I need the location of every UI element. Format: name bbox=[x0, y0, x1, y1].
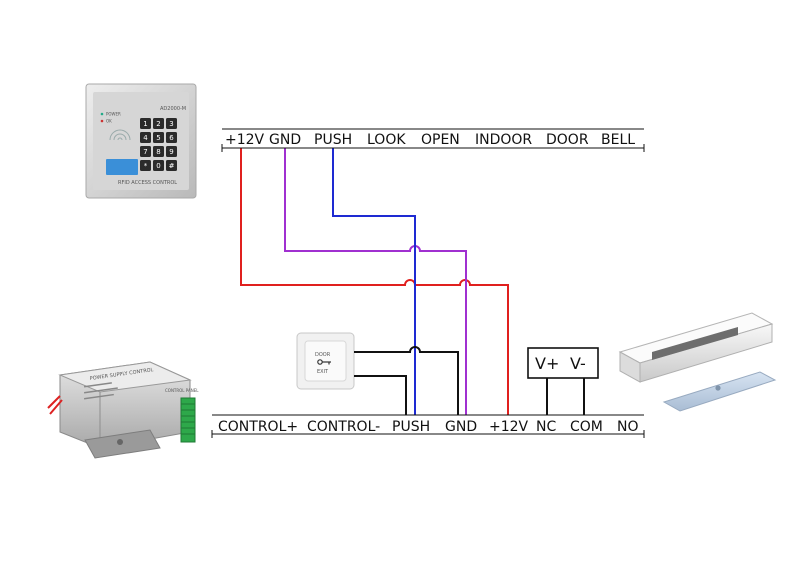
psu-terminal-block bbox=[180, 397, 196, 443]
power-terminal-label: NC bbox=[536, 419, 556, 435]
armature-screw-icon bbox=[715, 385, 721, 391]
keypad-terminal-label: +12V bbox=[225, 132, 265, 148]
exit-button-device: DOOR EXIT bbox=[296, 332, 355, 390]
psu-side-label: CONTROL PANEL bbox=[165, 388, 199, 393]
lock-terminal-vplus: V+ bbox=[535, 354, 559, 373]
power-terminal-label: PUSH bbox=[392, 419, 430, 435]
card-reader-window bbox=[106, 159, 138, 175]
keypad-key bbox=[153, 118, 164, 129]
keypad-key-label: 5 bbox=[156, 134, 160, 142]
keypad-terminal-label: INDOOR bbox=[475, 132, 532, 148]
keypad-key-label: 4 bbox=[143, 134, 148, 142]
keypad-terminal-strip: +12V GND PUSH LOOK OPEN INDOOR DOOR BELL bbox=[221, 128, 645, 152]
exit-button-line1: DOOR bbox=[315, 352, 331, 358]
rfid-wave-icon bbox=[109, 129, 131, 141]
power-terminal-label: +12V bbox=[489, 419, 529, 435]
keypad-key-label: 0 bbox=[156, 162, 160, 170]
power-led-icon bbox=[100, 112, 104, 116]
keypad-key-label: 6 bbox=[169, 134, 174, 142]
keypad-key bbox=[153, 160, 164, 171]
keypad-key bbox=[140, 118, 151, 129]
power-terminal-label: CONTROL- bbox=[307, 419, 380, 435]
exit-button-line2: EXIT bbox=[317, 369, 329, 375]
keypad-key bbox=[166, 146, 177, 157]
keypad-key bbox=[166, 118, 177, 129]
keypad-key bbox=[153, 132, 164, 143]
mounting-bracket bbox=[84, 429, 161, 459]
keypad-key bbox=[140, 146, 151, 157]
power-terminal-label: NO bbox=[617, 419, 639, 435]
keypad-key-label: # bbox=[169, 162, 175, 170]
keypad-terminal-label: DOOR bbox=[546, 132, 589, 148]
power-supply-terminal-strip: CONTROL+ CONTROL- PUSH GND +12V NC COM N… bbox=[211, 414, 645, 438]
keypad-terminal-label: GND bbox=[269, 132, 301, 148]
keypad-terminal-label: LOOK bbox=[367, 132, 406, 148]
keypad-terminal-label: BELL bbox=[601, 132, 635, 148]
keypad-caption: RFID ACCESS CONTROL bbox=[118, 180, 177, 186]
keypad-key bbox=[166, 160, 177, 171]
magnet-face bbox=[652, 327, 738, 360]
keypad-key-label: 9 bbox=[169, 148, 173, 156]
keypad-key-label: 7 bbox=[143, 148, 147, 156]
power-supply-device: POWER SUPPLY CONTROL CONTROL PANEL bbox=[47, 361, 199, 459]
exit-button-wire-1 bbox=[354, 346, 459, 415]
keypad-key-label: 1 bbox=[143, 120, 147, 128]
keypad-key bbox=[153, 146, 164, 157]
magnetic-lock-device bbox=[618, 312, 777, 412]
psu-red-lead bbox=[47, 395, 61, 409]
keypad-key bbox=[140, 132, 151, 143]
ok-led-icon bbox=[100, 119, 104, 123]
exit-button-wire-2 bbox=[354, 375, 407, 415]
power-terminal-label: CONTROL+ bbox=[218, 419, 298, 435]
keypad-model-label: AD2000-M bbox=[160, 106, 186, 112]
armature-plate bbox=[662, 371, 777, 412]
keypad-led-power-label: POWER bbox=[106, 112, 121, 117]
keypad-key-label: * bbox=[144, 162, 148, 170]
keypad-led-ok-label: OK bbox=[106, 119, 112, 124]
push-wire bbox=[332, 148, 416, 415]
screw-hole-icon bbox=[117, 439, 123, 445]
keypad-terminal-label: PUSH bbox=[314, 132, 352, 148]
power-wire-12v bbox=[240, 148, 509, 415]
keypad-terminal-label: OPEN bbox=[421, 132, 460, 148]
keypad-key-label: 8 bbox=[156, 148, 160, 156]
lock-terminal-box: V+ V- bbox=[527, 347, 599, 379]
lock-terminal-vminus: V- bbox=[570, 354, 586, 373]
keypad-key bbox=[140, 160, 151, 171]
power-terminal-label: COM bbox=[570, 419, 603, 435]
wires bbox=[240, 148, 585, 415]
keypad-key bbox=[166, 132, 177, 143]
keypad-key-label: 2 bbox=[156, 120, 160, 128]
keypad-key-label: 3 bbox=[169, 120, 173, 128]
power-terminal-label: GND bbox=[445, 419, 477, 435]
key-icon bbox=[317, 359, 331, 365]
